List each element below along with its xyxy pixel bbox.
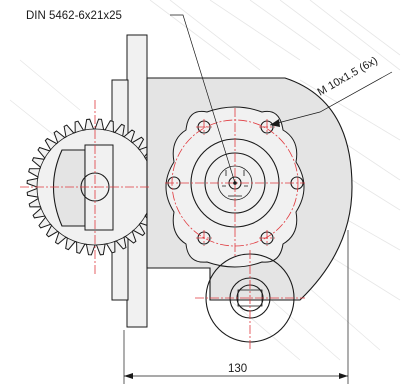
center-lines — [20, 100, 305, 350]
background-sketch — [9, 0, 401, 361]
width-dimension: 130 — [123, 230, 349, 384]
width-dimension-text: 130 — [228, 363, 247, 375]
thread-callout-text: M 10x1.5 (6x) — [316, 55, 380, 99]
spline-callout-text: DIN 5462-6x21x25 — [26, 10, 122, 22]
spline-callout: DIN 5462-6x21x25 — [26, 10, 237, 185]
